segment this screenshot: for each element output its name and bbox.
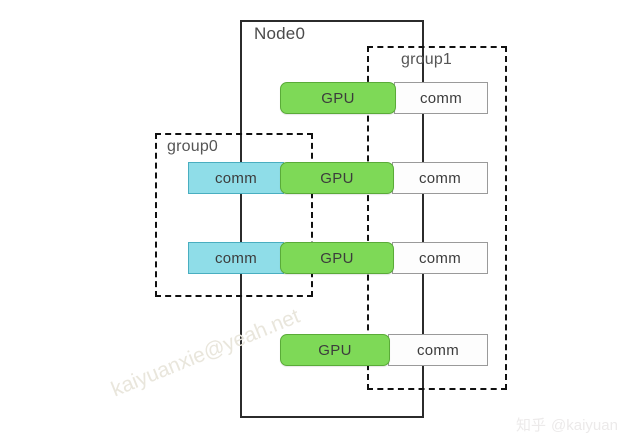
comm-bar-cyan: comm [188, 242, 284, 274]
gpu-bar: GPU [280, 334, 390, 366]
group-container-group1 [367, 46, 507, 390]
comm-bar-white: comm [388, 334, 488, 366]
comm-bar-white: comm [392, 242, 488, 274]
comm-bar-white: comm [392, 162, 488, 194]
gpu-bar: GPU [280, 82, 396, 114]
corner-watermark: 知乎@kaiyuan [516, 414, 618, 435]
comm-bar-cyan: comm [188, 162, 284, 194]
zhihu-username: @kaiyuan [551, 417, 618, 434]
gpu-bar: GPU [280, 162, 394, 194]
zhihu-logo-text: 知乎 [516, 417, 547, 434]
node-container-node0 [240, 20, 424, 418]
group-label-group1: group1 [401, 51, 453, 68]
comm-bar-white: comm [394, 82, 488, 114]
group-label-group0: group0 [167, 138, 219, 155]
gpu-bar: GPU [280, 242, 394, 274]
node-label: Node0 [254, 24, 306, 43]
group-container-group0 [155, 133, 313, 297]
